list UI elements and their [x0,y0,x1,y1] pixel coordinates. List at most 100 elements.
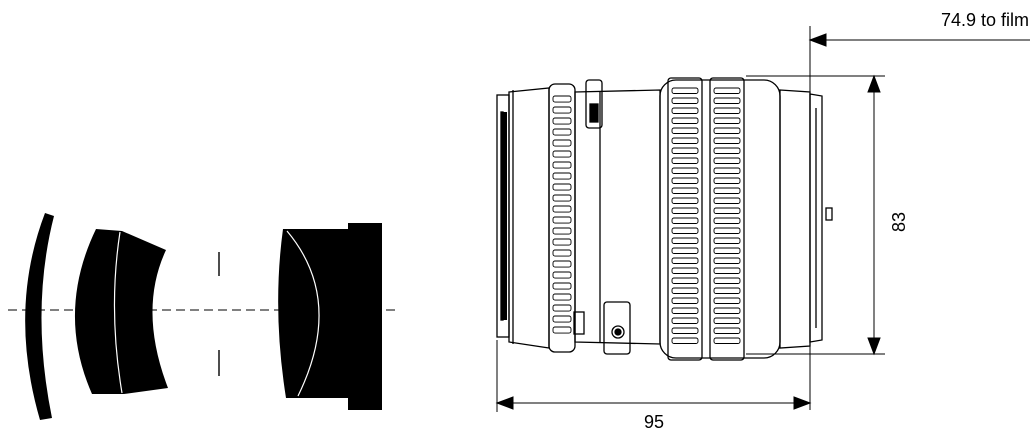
height-arrow-top [867,74,881,93]
knurl-rib [671,307,699,314]
knurl-rib [671,197,699,204]
dimension-lines [495,26,1030,412]
knurl-rib [552,216,572,224]
knurl-rib [671,127,699,134]
knurl-rib [671,87,699,94]
lock-button-bottom [603,301,631,355]
front-filter-ring-inner [501,112,507,320]
knurl-rib [671,177,699,184]
knurl-rib [552,326,572,334]
zoom-barrel [659,79,781,359]
knurl-rib [713,177,741,184]
length-label: 95 [644,412,664,432]
zoom-ring-knurling [671,87,741,344]
knurl-rib [552,183,572,191]
knurl-rib [713,217,741,224]
knurl-rib [552,194,572,202]
knurl-rib [713,207,741,214]
rear-section [779,89,811,349]
knurl-rib [713,307,741,314]
knurl-rib [552,106,572,114]
knurl-rib [552,315,572,323]
knurl-rib [671,277,699,284]
knurl-rib [552,205,572,213]
length-arrow-left [495,396,514,410]
knurl-rib [552,293,572,301]
front-filter-ring-rim [500,111,504,321]
knurl-rib [671,167,699,174]
lens-barrel [496,77,833,361]
knurl-rib [552,282,572,290]
knurl-rib [713,297,741,304]
knurl-rib [713,187,741,194]
focus-ring-knurling [552,95,572,334]
knurl-rib [713,107,741,114]
knurl-rib [671,247,699,254]
knurl-rib [552,304,572,312]
zoom-ring-2 [709,77,745,361]
lock-button-top [585,79,603,129]
knurl-rib [713,247,741,254]
knurl-rib [671,107,699,114]
knurl-rib [671,97,699,104]
height-label: 83 [889,212,909,232]
knurl-rib [713,317,741,324]
knurl-rib [671,147,699,154]
cement-line-2 [113,231,123,394]
knurl-rib [671,217,699,224]
knurl-rib [713,97,741,104]
front-barrel [508,87,550,349]
knurl-rib [713,277,741,284]
knurl-rib [552,172,572,180]
knurl-rib [552,271,572,279]
knurl-rib [552,227,572,235]
knurl-rib [713,287,741,294]
flange-to-film-label: 74.9 to film [941,10,1029,30]
knurl-rib [671,207,699,214]
knurl-rib [713,127,741,134]
knurl-rib [713,237,741,244]
optical-cross-section [8,213,400,420]
knurl-rib [552,238,572,246]
lens-element-group-3 [278,223,382,410]
knurl-rib [671,137,699,144]
knurl-rib [713,157,741,164]
lens-element-group-2 [74,229,168,394]
knurl-rib [671,327,699,334]
knurl-rib [671,287,699,294]
knurl-rib [713,137,741,144]
knurl-rib [671,117,699,124]
knurl-rib [552,161,572,169]
knurl-rib [713,147,741,154]
knurl-rib [552,150,572,158]
knurl-rib [671,227,699,234]
knurl-rib [713,257,741,264]
knurl-rib [552,249,572,257]
knurl-rib [713,227,741,234]
knurl-rib [671,187,699,194]
lens-element-1 [25,213,54,420]
knurl-rib [671,267,699,274]
knurl-rib [713,167,741,174]
knurl-rib [671,317,699,324]
knurl-rib [713,197,741,204]
knurl-rib [552,139,572,147]
cement-line-3 [286,230,320,397]
knurl-rib [713,117,741,124]
knurl-rib [671,257,699,264]
film-distance-arrow [808,33,827,47]
knurl-rib [671,157,699,164]
knurl-rib [713,327,741,334]
height-arrow-bottom [867,337,881,356]
knurl-rib [552,260,572,268]
knurl-rib [552,95,572,103]
knurl-rib [713,87,741,94]
knurl-rib [671,237,699,244]
knurl-rib [552,128,572,136]
knurl-rib [713,267,741,274]
zoom-ring-1 [667,77,703,361]
knurl-rib [552,117,572,125]
length-arrow-right [793,396,812,410]
knurl-rib [671,337,699,344]
